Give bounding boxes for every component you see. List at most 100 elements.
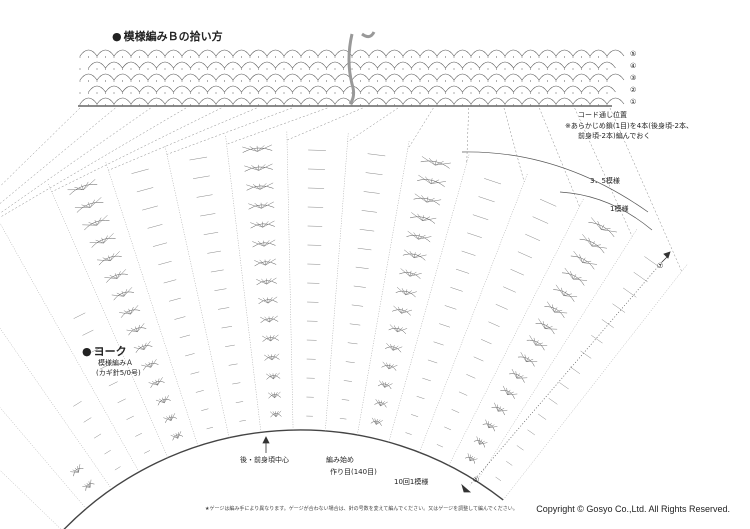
fan-shell-stitch (72, 469, 79, 473)
fan-shell-stitch (374, 418, 377, 425)
fan-shell-stitch (261, 202, 268, 209)
strip-arch (538, 73, 557, 81)
fan-shell-stitch (104, 277, 118, 279)
fan-row-stitch (143, 450, 151, 454)
fan-shell-stitch (252, 184, 261, 190)
fan-shell-stitch (256, 221, 263, 228)
strip-arch (521, 49, 540, 57)
repeat-35-label: 3．5模様 (590, 177, 620, 185)
fan-shell-stitch (422, 215, 425, 221)
fan-shell-stitch (251, 165, 259, 171)
fan-shell-stitch (516, 375, 524, 379)
fan-shell-stitch (582, 234, 593, 247)
fan-row-stitch (444, 305, 457, 310)
fan-row-stitch (633, 271, 648, 283)
fan-row-stitch (427, 359, 438, 364)
fan-shell-stitch (258, 297, 269, 304)
fan-shell-stitch (401, 288, 406, 295)
fan-ray (0, 327, 112, 490)
fan-row-stitch (126, 415, 134, 420)
repeat-10-label: 10回1模様 (394, 478, 429, 486)
fan-shell-stitch (249, 146, 258, 152)
fan-row-stitch (444, 426, 452, 431)
fan-shell-stitch (256, 279, 267, 285)
fan-row-stitch (361, 210, 377, 213)
fan-row-stitch (510, 268, 524, 276)
yoke-heading-text: ヨーク (93, 345, 127, 358)
strip-arch (207, 85, 225, 93)
bullet-icon: ● (82, 345, 92, 358)
pickup-guide-line (226, 107, 328, 145)
fan-shell-stitch (435, 161, 444, 166)
fan-row-stitch (225, 344, 235, 347)
strip-arch (181, 73, 200, 81)
fan-shell-stitch (386, 343, 394, 351)
fan-shell-stitch (155, 399, 165, 404)
fan-row-stitch (436, 444, 444, 448)
fan-shell-stitch (144, 363, 151, 368)
fan-shell-stitch (507, 389, 511, 395)
fan-shell-stitch (269, 316, 274, 323)
fan-shell-stitch (502, 385, 508, 395)
strip-arch (564, 85, 582, 93)
strip-arch (428, 61, 446, 69)
fan-shell-stitch (497, 406, 502, 412)
fan-shell-stitch (148, 382, 158, 386)
fan-row-stitch (345, 361, 355, 363)
fan-shell-stitch (257, 144, 272, 152)
strip-arch (249, 49, 268, 57)
fan-row-stitch (480, 339, 492, 345)
fan-shell-stitch (261, 201, 274, 209)
fan-row-stitch (83, 417, 92, 423)
fan-shell-stitch (273, 372, 280, 380)
fan-shell-stitch (177, 432, 179, 439)
strip-arch (479, 85, 497, 93)
fan-shell-stitch (261, 278, 267, 285)
strip-arch (139, 61, 157, 69)
fan-shell-stitch (409, 273, 422, 277)
fan-shell-stitch (126, 329, 138, 333)
fan-row-stitch (580, 350, 592, 359)
fan-ray (419, 172, 529, 453)
fan-shell-stitch (411, 212, 423, 221)
fan-shell-stitch (89, 199, 95, 208)
strip-arch (453, 49, 472, 57)
fan-shell-stitch (421, 195, 427, 203)
fan-shell-stitch (554, 307, 558, 313)
fan-shell-stitch (378, 399, 381, 407)
fan-shell-stitch (409, 271, 417, 277)
fan-row-stitch (351, 304, 364, 307)
fan-shell-stitch (376, 419, 381, 425)
fan-shell-stitch (497, 408, 505, 412)
fan-row-stitch (532, 216, 549, 224)
fan-shell-stitch (271, 354, 276, 361)
fan-row-stitch (200, 213, 216, 217)
fan-shell-stitch (114, 273, 118, 279)
strip-arch (385, 97, 404, 105)
fan-shell-stitch (382, 381, 385, 388)
fan-shell-stitch (103, 235, 108, 244)
fan-shell-stitch (488, 424, 495, 429)
fan-row-stitch (142, 205, 158, 211)
strip-arch (487, 73, 506, 81)
pickup-guide-line (503, 107, 525, 183)
fan-shell-stitch (258, 163, 273, 171)
fan-shell-stitch (257, 240, 265, 247)
pickup-guide-line (286, 107, 363, 141)
fan-shell-stitch (388, 364, 394, 370)
fan-shell-stitch (564, 267, 574, 280)
strip-arch (479, 61, 497, 69)
fan-row-stitch (82, 329, 94, 336)
fan-shell-stitch (435, 162, 451, 166)
fan-row-stitch (473, 356, 484, 362)
fan-shell-stitch (384, 383, 393, 388)
fan-shell-stitch (94, 219, 98, 226)
strip-arch (555, 49, 574, 57)
fan-shell-stitch (173, 433, 179, 439)
fan-shell-stitch (538, 318, 546, 329)
fan-shell-stitch (257, 145, 265, 152)
pickup-guide-line (609, 107, 682, 272)
strip-arch (402, 49, 421, 57)
strip-arch (88, 85, 106, 93)
fan-shell-stitch (262, 221, 269, 228)
